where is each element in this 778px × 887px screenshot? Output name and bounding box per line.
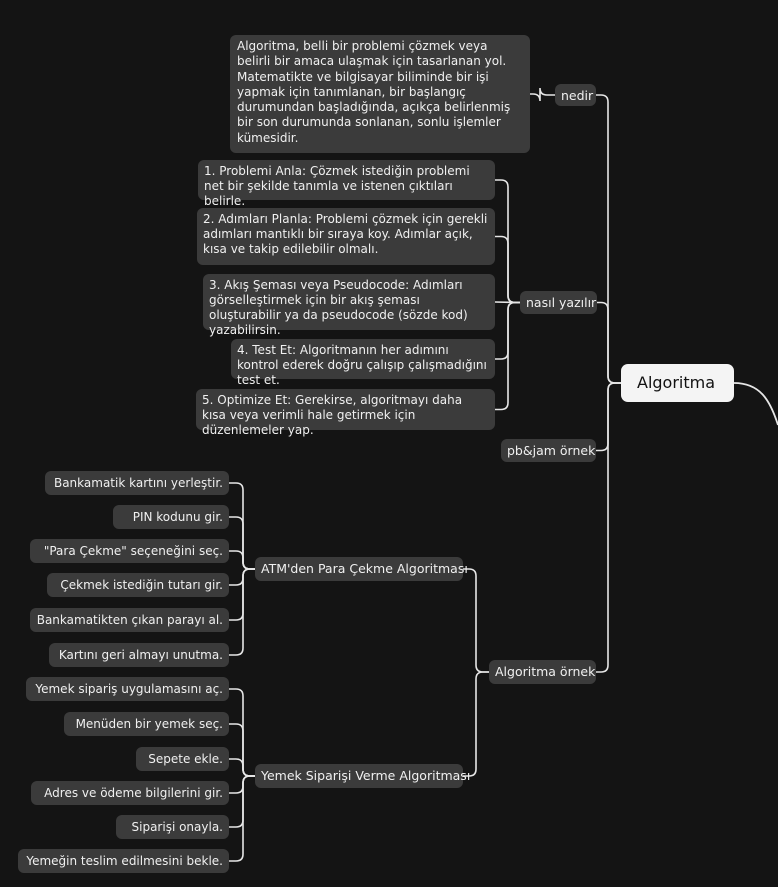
branch-nasil-yazilir[interactable]: nasıl yazılır (520, 291, 597, 314)
yemek-step[interactable]: Siparişi onayla. (116, 815, 229, 839)
branch-pbjam-ornek[interactable]: pb&jam örnek (501, 439, 596, 462)
atm-algorithm-node[interactable]: ATM'den Para Çekme Algoritması (255, 557, 468, 581)
step-node-1[interactable]: 1. Problemi Anla: Çözmek istediğin probl… (198, 160, 495, 208)
atm-step[interactable]: Bankamatikten çıkan parayı al. (30, 608, 229, 632)
yemek-step[interactable]: Yemek sipariş uygulamasını aç. (26, 677, 229, 701)
definition-node[interactable]: Algoritma, belli bir problemi çözmek vey… (230, 35, 530, 153)
yemek-algorithm-node[interactable]: Yemek Siparişi Verme Algoritması (255, 764, 470, 788)
yemek-step[interactable]: Menüden bir yemek seç. (64, 712, 229, 736)
atm-step[interactable]: Çekmek istediğin tutarı gir. (47, 573, 229, 597)
step-node-4[interactable]: 4. Test Et: Algoritmanın her adımını kon… (231, 339, 495, 387)
branch-algoritma-ornek[interactable]: Algoritma örnek (489, 660, 596, 684)
atm-step[interactable]: Bankamatik kartını yerleştir. (45, 471, 229, 495)
atm-step[interactable]: "Para Çekme" seçeneğini seç. (30, 539, 229, 563)
yemek-step[interactable]: Yemeğin teslim edilmesini bekle. (18, 849, 229, 873)
atm-step[interactable]: PIN kodunu gir. (113, 505, 229, 529)
yemek-step[interactable]: Sepete ekle. (136, 747, 229, 771)
branch-nedir[interactable]: nedir (555, 84, 596, 106)
step-node-2[interactable]: 2. Adımları Planla: Problemi çözmek için… (197, 208, 495, 265)
root-node-algoritma[interactable]: Algoritma (621, 364, 734, 402)
step-node-3[interactable]: 3. Akış Şeması veya Pseudocode: Adımları… (203, 274, 495, 337)
step-node-5[interactable]: 5. Optimize Et: Gerekirse, algoritmayı d… (196, 389, 495, 437)
atm-step[interactable]: Kartını geri almayı unutma. (49, 643, 229, 667)
yemek-step[interactable]: Adres ve ödeme bilgilerini gir. (31, 781, 229, 805)
